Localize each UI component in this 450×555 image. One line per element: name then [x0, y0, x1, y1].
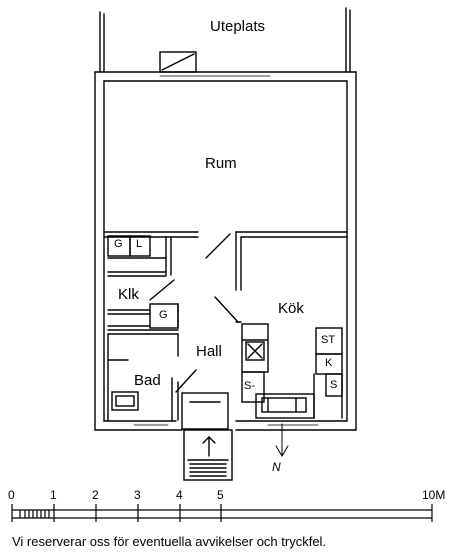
fixture-label-st: ST	[321, 334, 336, 346]
room-label-uteplats: Uteplats	[210, 18, 266, 35]
scale-label-3: 3	[134, 488, 141, 502]
entrance-vestibule	[181, 392, 229, 430]
room-label-rum: Rum	[205, 155, 237, 172]
room-label-bad: Bad	[134, 372, 161, 389]
scale-label-1: 1	[50, 488, 57, 502]
room-label-klk: Klk	[118, 286, 139, 303]
scale-label-0: 0	[8, 488, 15, 502]
door-swing-kitchen	[214, 296, 239, 323]
bathtub	[111, 391, 139, 411]
fixture-label-k: K	[325, 357, 333, 369]
scale-bar	[11, 504, 433, 522]
fixture-box-l	[129, 235, 151, 257]
scale-label-2: 2	[92, 488, 99, 502]
door-swing-rum	[205, 233, 231, 259]
scale-label-10m: 10M	[422, 488, 446, 502]
terrace-door-swing	[161, 53, 195, 71]
fixture-label-s-left: S-	[244, 380, 255, 392]
disclaimer-text: Vi reserverar oss för eventuella avvikel…	[12, 534, 327, 549]
fixture-label-g2: G	[159, 309, 168, 321]
door-swing-klk	[149, 279, 175, 301]
fixture-label-l: L	[136, 238, 143, 250]
scale-label-4: 4	[176, 488, 183, 502]
north-label: N	[272, 460, 281, 474]
scale-label-5: 5	[217, 488, 224, 502]
fixture-label-s-right: S	[330, 379, 338, 391]
fixture-box-s-left	[241, 371, 265, 403]
door-swing-bathroom	[175, 369, 197, 393]
fixture-label-g1: G	[114, 238, 123, 250]
room-label-kok: Kök	[278, 300, 304, 317]
room-label-hall: Hall	[196, 343, 222, 360]
entrance-stairs	[183, 429, 233, 481]
